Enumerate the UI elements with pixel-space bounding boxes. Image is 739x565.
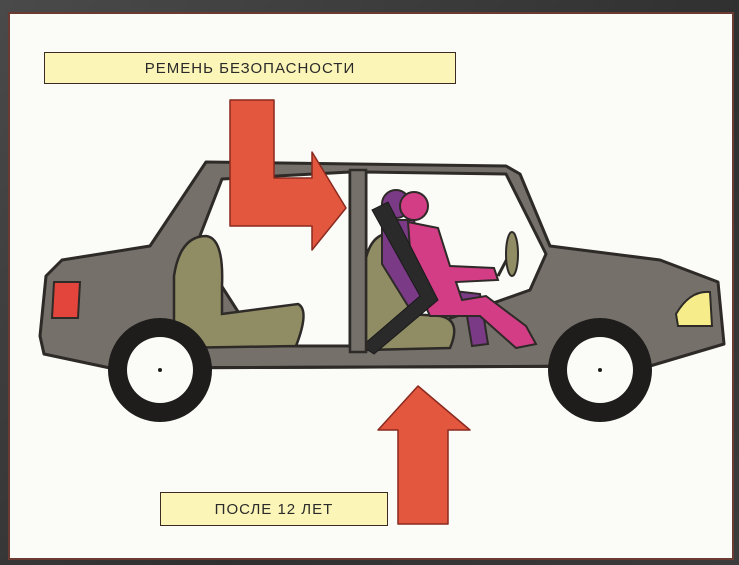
age-label: ПОСЛЕ 12 ЛЕТ: [160, 492, 388, 526]
illustration-panel: РЕМЕНЬ БЕЗОПАСНОСТИ ПОСЛЕ 12 ЛЕТ: [8, 12, 734, 560]
up-arrow-icon: [378, 386, 470, 524]
front-wheel: [548, 318, 652, 422]
tail-light: [52, 282, 80, 318]
rear-wheel: [108, 318, 212, 422]
b-pillar: [350, 170, 366, 352]
car-illustration: [10, 14, 734, 560]
seatbelt-label: РЕМЕНЬ БЕЗОПАСНОСТИ: [44, 52, 456, 84]
